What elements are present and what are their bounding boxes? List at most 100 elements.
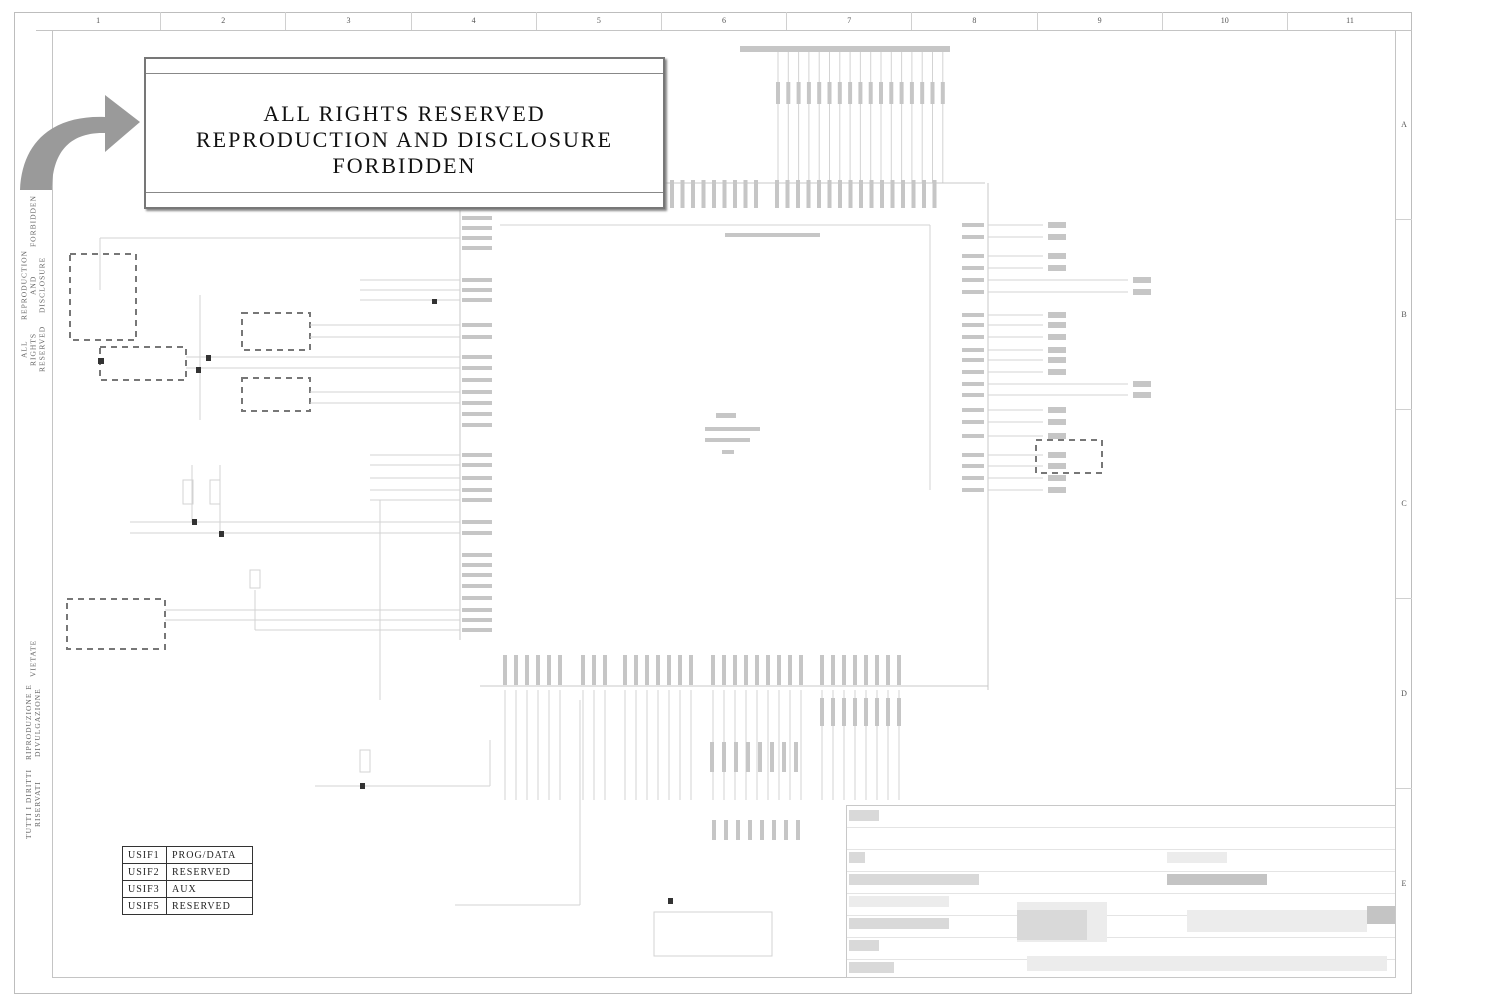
main-ic-left-pins	[459, 210, 492, 640]
grid-column-label: 11	[1346, 16, 1354, 25]
pin-name	[462, 412, 492, 416]
grid-column-label: 8	[912, 12, 1038, 30]
pin-name	[962, 488, 984, 492]
pin-label	[886, 655, 890, 685]
banner-line: ALL RIGHTS RESERVED	[263, 101, 546, 126]
pin-label	[817, 180, 821, 208]
net-label	[1048, 407, 1066, 413]
obscured-field	[1167, 874, 1267, 885]
usif-id: USIF2	[122, 863, 167, 881]
pin-label	[837, 82, 842, 104]
pin-label	[712, 180, 716, 208]
net-label	[1048, 253, 1066, 259]
pin-name	[962, 476, 984, 480]
main-ic-right-pins	[962, 183, 1151, 690]
resistor	[359, 749, 371, 773]
net-label	[1048, 452, 1066, 458]
pin-label	[603, 655, 607, 685]
pin-name	[462, 463, 492, 467]
pin-label	[932, 180, 937, 208]
pin-label	[748, 820, 752, 840]
pin-name	[962, 254, 984, 258]
net-label	[1048, 369, 1066, 375]
pin-label	[899, 82, 904, 104]
pin-label	[536, 655, 540, 685]
grid-column-label: 2	[161, 12, 287, 30]
title-block-divider	[847, 871, 1395, 872]
pin-label	[875, 655, 879, 685]
grid-column-label: 1	[36, 12, 162, 30]
pin-label	[755, 655, 759, 685]
pin-label	[770, 742, 774, 772]
pin-name	[462, 531, 492, 535]
pin-label	[796, 180, 800, 208]
net-label	[1048, 347, 1066, 353]
title-block-divider	[847, 937, 1395, 938]
watermark-banner: ALL RIGHTS RESERVED REPRODUCTION AND DIS…	[144, 57, 665, 209]
grid-column-label: 5	[537, 12, 662, 30]
pin-label	[784, 820, 788, 840]
pin-label	[680, 180, 685, 208]
title-block-divider	[847, 915, 1395, 916]
pin-label	[722, 742, 726, 772]
obscured-field	[1167, 852, 1227, 863]
pin-label	[766, 655, 770, 685]
pin-name	[462, 390, 492, 394]
dashed-subcircuit	[1035, 439, 1103, 474]
grid-row-label: C	[1396, 410, 1412, 600]
title-block	[846, 805, 1396, 978]
obscured-field	[1187, 910, 1367, 932]
pin-label	[827, 180, 832, 208]
title-block-divider	[847, 827, 1395, 828]
pin-label	[796, 82, 801, 104]
pin-label	[848, 180, 853, 208]
connector-box	[653, 911, 773, 957]
obscured-field	[1017, 910, 1087, 940]
pin-name	[462, 246, 492, 250]
pin-name	[462, 226, 492, 230]
pin-name	[962, 235, 984, 239]
dashed-module-box	[66, 598, 166, 650]
pin-name	[462, 563, 492, 567]
banner-line: FORBIDDEN	[332, 153, 477, 178]
pin-name	[462, 236, 492, 240]
pin-label	[777, 655, 781, 685]
pin-name	[462, 216, 492, 220]
pin-label	[875, 698, 879, 726]
pin-label	[794, 742, 798, 772]
pin-label	[831, 655, 835, 685]
usif-id: USIF3	[122, 880, 167, 898]
junction-node	[668, 898, 673, 904]
title-block-divider	[847, 849, 1395, 850]
pin-name	[462, 423, 492, 427]
junction-node	[219, 531, 224, 537]
left-subcircuits	[66, 237, 773, 957]
grid-column-label: 6	[662, 12, 788, 30]
usif-function: RESERVED	[166, 897, 253, 915]
pin-label	[901, 180, 905, 208]
pin-label	[806, 82, 811, 104]
pin-label	[670, 180, 674, 208]
junction-node	[206, 355, 211, 361]
pin-label	[746, 742, 750, 772]
pin-name	[962, 348, 984, 352]
pin-label	[514, 655, 518, 685]
ic-center-label	[705, 413, 760, 454]
pin-label	[758, 742, 762, 772]
pin-label	[581, 655, 585, 685]
pin-name	[962, 313, 984, 317]
obscured-field	[849, 810, 879, 821]
curved-arrow-icon	[20, 95, 140, 190]
junction-node	[360, 783, 365, 789]
dashed-module-box	[241, 377, 311, 412]
pin-label	[558, 655, 562, 685]
pin-name	[962, 290, 984, 294]
pin-label	[930, 82, 935, 104]
ic-label	[705, 427, 760, 431]
pin-label	[909, 82, 914, 104]
pin-name	[462, 298, 492, 302]
pin-name	[962, 323, 984, 327]
pin-label	[691, 180, 695, 208]
